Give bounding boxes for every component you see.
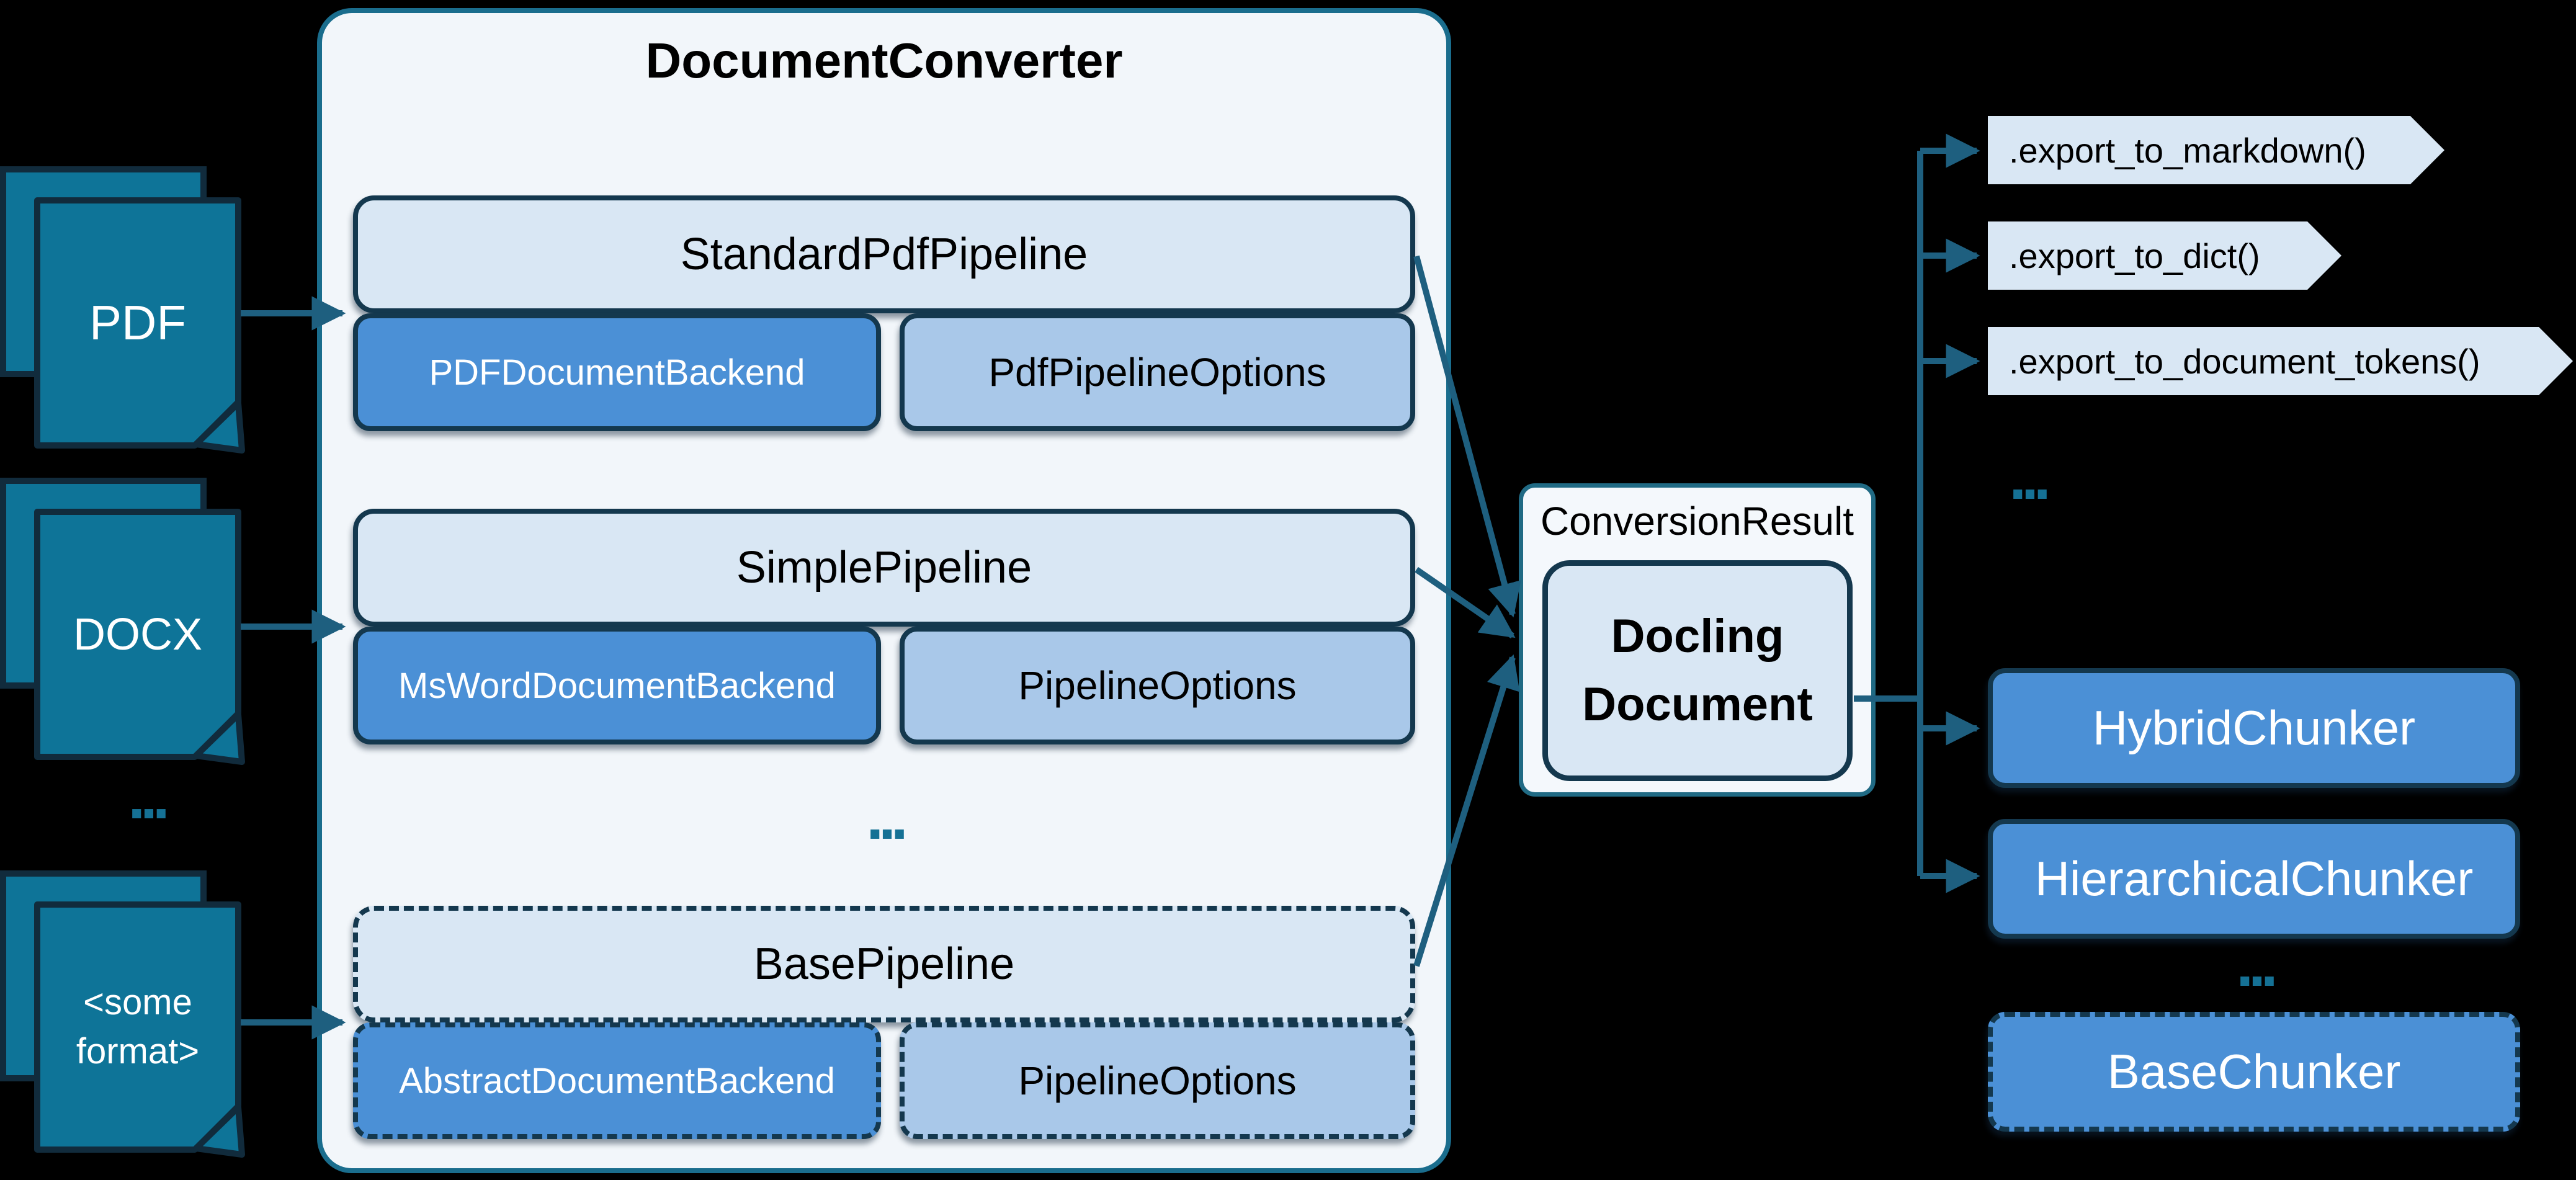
export-to-document-tokens-banner: .export_to_document_tokens() xyxy=(1988,327,2573,395)
conversion-result-label: ConversionResult xyxy=(1540,499,1854,543)
options-pipeline-label: PipelineOptions xyxy=(1018,663,1297,708)
options-pdf-pipeline: PdfPipelineOptions xyxy=(900,313,1415,431)
chunkers-ellipsis: ... xyxy=(2236,930,2278,999)
options-base-pipeline: PipelineOptions xyxy=(900,1022,1415,1139)
base-chunker-label: BaseChunker xyxy=(2107,1044,2401,1099)
backend-msword-document: MsWordDocumentBackend xyxy=(353,627,881,744)
input-docx-label: DOCX xyxy=(73,609,203,659)
export-to-dict-label: .export_to_dict() xyxy=(2009,236,2260,275)
pipeline-simple-label: SimplePipeline xyxy=(736,543,1032,592)
input-pdf-label: PDF xyxy=(89,295,186,350)
options-base-pipeline-label: PipelineOptions xyxy=(1018,1058,1297,1103)
backend-pdf-document: PDFDocumentBackend xyxy=(353,313,881,431)
pipeline-simple: SimplePipeline xyxy=(353,509,1415,627)
export-to-document-tokens-label: .export_to_document_tokens() xyxy=(2009,341,2480,381)
export-to-dict-banner: .export_to_dict() xyxy=(1988,221,2341,290)
base-chunker-box: BaseChunker xyxy=(1988,1012,2520,1132)
backend-abstract-document: AbstractDocumentBackend xyxy=(353,1022,881,1139)
export-to-markdown-label: .export_to_markdown() xyxy=(2009,130,2366,170)
options-pdf-pipeline-label: PdfPipelineOptions xyxy=(988,350,1326,395)
pipeline-standard-pdf-label: StandardPdfPipeline xyxy=(680,230,1088,279)
backend-pdf-document-label: PDFDocumentBackend xyxy=(429,352,805,393)
inputs-ellipsis: ... xyxy=(128,762,169,832)
pipeline-base: BasePipeline xyxy=(353,906,1415,1022)
export-to-markdown-banner: .export_to_markdown() xyxy=(1988,116,2444,184)
hybrid-chunker-box: HybridChunker xyxy=(1988,668,2520,788)
hierarchical-chunker-box: HierarchicalChunker xyxy=(1988,819,2520,939)
backend-abstract-document-label: AbstractDocumentBackend xyxy=(399,1060,835,1101)
document-converter-title: DocumentConverter xyxy=(645,33,1123,88)
docling-document-box: Docling Document xyxy=(1542,560,1853,781)
pipelines-ellipsis: ... xyxy=(866,783,908,852)
backend-msword-document-label: MsWordDocumentBackend xyxy=(398,665,836,706)
hierarchical-chunker-label: HierarchicalChunker xyxy=(2034,851,2474,906)
exports-ellipsis: ... xyxy=(2009,443,2051,512)
pipeline-base-label: BasePipeline xyxy=(753,939,1015,989)
hybrid-chunker-label: HybridChunker xyxy=(2092,700,2416,755)
docling-document-label: Docling Document xyxy=(1582,609,1813,731)
pipeline-standard-pdf: StandardPdfPipeline xyxy=(353,195,1415,313)
options-pipeline: PipelineOptions xyxy=(900,627,1415,744)
input-some-format-label: <some format> xyxy=(76,982,200,1071)
